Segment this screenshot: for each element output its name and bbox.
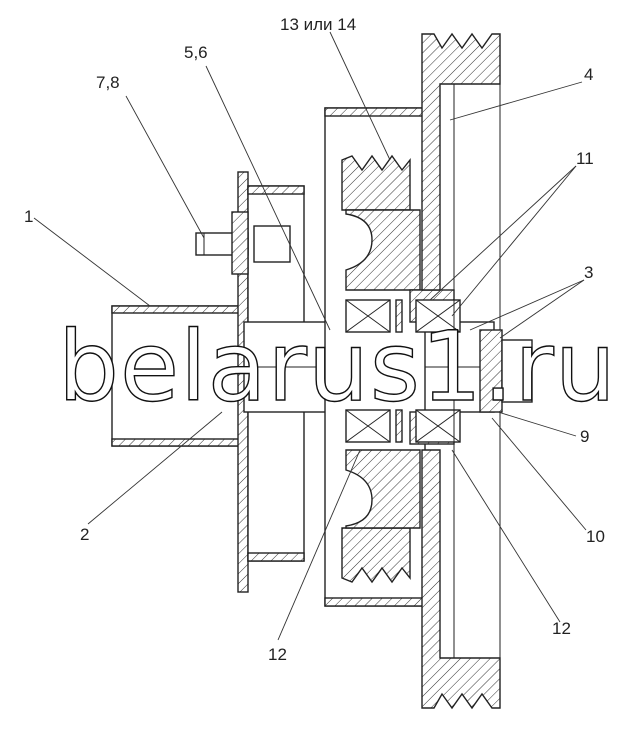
callout-11: 11: [576, 149, 594, 168]
watermark: belarus1.ru: [58, 311, 617, 423]
callout-12-left: 12: [268, 645, 287, 664]
callout-12-right: 12: [552, 619, 571, 638]
callout-4: 4: [584, 65, 593, 84]
callout-1: 1: [24, 207, 33, 226]
callout-13-or-14: 13 или 14: [280, 15, 356, 34]
bearings: [345, 299, 461, 443]
callout-7-8: 7,8: [96, 73, 120, 92]
hub-nut: [479, 329, 533, 413]
leader-lines: [33, 31, 587, 641]
callout-3: 3: [584, 263, 593, 282]
callout-labels: 1 2 3 4 5,6 7,8 9 10 11 12 12 13 или 14: [24, 15, 605, 664]
gear-ring: [341, 154, 411, 584]
callout-2: 2: [80, 525, 89, 544]
callout-10: 10: [586, 527, 605, 546]
callout-9: 9: [580, 427, 589, 446]
v-belt-pulley: [421, 32, 501, 710]
callout-5-6: 5,6: [184, 43, 208, 62]
bolt: [195, 211, 291, 275]
